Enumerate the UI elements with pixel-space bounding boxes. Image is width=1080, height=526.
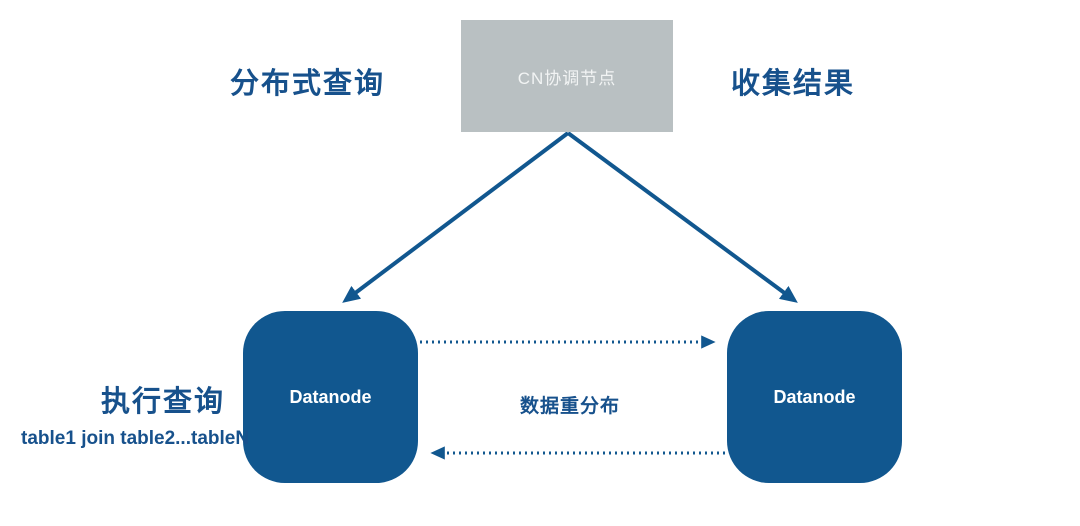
cn-to-right-datanode-arrow	[566, 131, 798, 303]
datanode-right-label: Datanode	[773, 386, 856, 407]
distributed-query-label: 分布式查询	[230, 68, 386, 100]
cn-to-left-datanode-arrow	[342, 131, 570, 303]
execute-query-label: 执行查询	[101, 386, 226, 418]
join-tables-label: table1 join table2...tableN	[21, 428, 250, 449]
datanode-left-label: Datanode	[289, 386, 372, 407]
data-redistribution-label: 数据重分布	[519, 396, 620, 417]
datanode-right-box: Datanode	[727, 311, 902, 483]
cn-coordinator-node: CN协调节点	[461, 20, 673, 132]
datanode-left-box: Datanode	[243, 311, 418, 483]
cn-coordinator-label: CN协调节点	[517, 68, 617, 88]
collect-results-label: 收集结果	[731, 68, 856, 100]
